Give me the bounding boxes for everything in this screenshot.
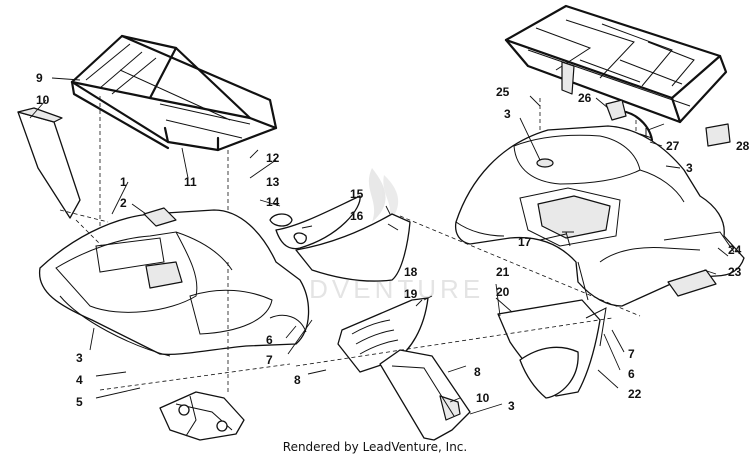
callout-3-bottom: 3 <box>508 399 515 413</box>
callout-21: 21 <box>496 265 510 279</box>
mud-flap-15 <box>275 195 361 250</box>
hitch-assembly <box>159 262 245 441</box>
callout-17: 17 <box>518 235 532 249</box>
callout-5: 5 <box>76 395 83 409</box>
callout-27: 27 <box>666 139 680 153</box>
callout-28: 28 <box>736 139 750 153</box>
right-rear-rack <box>504 4 728 192</box>
callout-18: 18 <box>404 265 418 279</box>
assembly-line-right <box>399 215 641 317</box>
callout-26: 26 <box>578 91 592 105</box>
seal-pad <box>143 207 177 227</box>
callout-1: 1 <box>120 175 127 189</box>
callout-10-top: 10 <box>36 93 50 107</box>
mud-flap-16 <box>295 213 411 282</box>
callout-8-left: 8 <box>294 373 301 387</box>
assembly-line-flap <box>75 219 103 247</box>
right-rear-fender <box>454 125 745 307</box>
callout-3-left: 3 <box>76 351 83 365</box>
callout-16: 16 <box>350 209 364 223</box>
callout-8-right: 8 <box>474 365 481 379</box>
callout-3-right: 3 <box>686 161 693 175</box>
plate-28 <box>705 123 731 147</box>
left-rear-fender <box>38 209 310 357</box>
callout-6-right: 6 <box>628 367 635 381</box>
callout-25: 25 <box>496 85 510 99</box>
callout-4: 4 <box>76 373 83 387</box>
bracket-26 <box>605 99 627 121</box>
callout-20: 20 <box>496 285 510 299</box>
callout-2: 2 <box>120 196 127 210</box>
callout-23: 23 <box>728 265 742 279</box>
callout-14: 14 <box>266 195 280 209</box>
render-credit: Rendered by LeadVenture, Inc. <box>282 440 468 454</box>
assembly-line-left <box>99 363 291 391</box>
callout-7-left: 7 <box>266 353 273 367</box>
lower-flap-10 <box>379 349 471 441</box>
left-rear-rack <box>70 34 278 262</box>
callout-22: 22 <box>628 387 642 401</box>
callout-9: 9 <box>36 71 43 85</box>
leader-lines <box>29 77 729 415</box>
callout-11: 11 <box>184 175 197 189</box>
callout-15: 15 <box>350 187 364 201</box>
mud-guard-22 <box>497 299 607 399</box>
callout-6-left: 6 <box>266 333 273 347</box>
callout-24: 24 <box>728 243 742 257</box>
assembly-line-lower <box>295 317 613 367</box>
callout-12: 12 <box>266 151 280 165</box>
decal-23 <box>667 269 717 297</box>
screw-17 <box>562 231 574 247</box>
callouts: 9 10 1 2 11 12 13 14 15 16 3 4 5 6 7 8 1… <box>36 71 750 413</box>
callout-3-rack: 3 <box>504 107 511 121</box>
callout-19: 19 <box>404 287 418 301</box>
left-side-panel <box>17 107 109 223</box>
callout-10-bottom: 10 <box>476 391 490 405</box>
decal-14 <box>269 213 293 227</box>
callout-13: 13 <box>266 175 280 189</box>
callout-7-right: 7 <box>628 347 635 361</box>
